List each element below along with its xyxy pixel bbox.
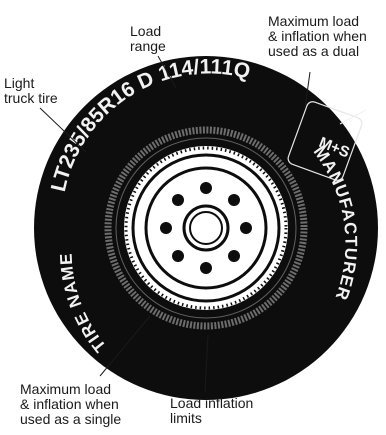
- callout-light-truck-tire: Light truck tire: [4, 76, 58, 106]
- lug-hole: [200, 182, 212, 194]
- lug-hole: [172, 250, 184, 262]
- callout-max-load-dual: Maximum load & inflation when used as a …: [268, 14, 367, 59]
- callout-load-range: Load range: [130, 24, 166, 54]
- lug-hole: [240, 222, 252, 234]
- lug-hole: [228, 250, 240, 262]
- callout-max-load-single: Maximum load & inflation when used as a …: [20, 382, 121, 427]
- lug-hole: [200, 262, 212, 274]
- lug-hole: [160, 222, 172, 234]
- lug-hole: [172, 194, 184, 206]
- callout-load-inflation-limits: Load inflation limits: [170, 396, 253, 426]
- lug-hole: [228, 194, 240, 206]
